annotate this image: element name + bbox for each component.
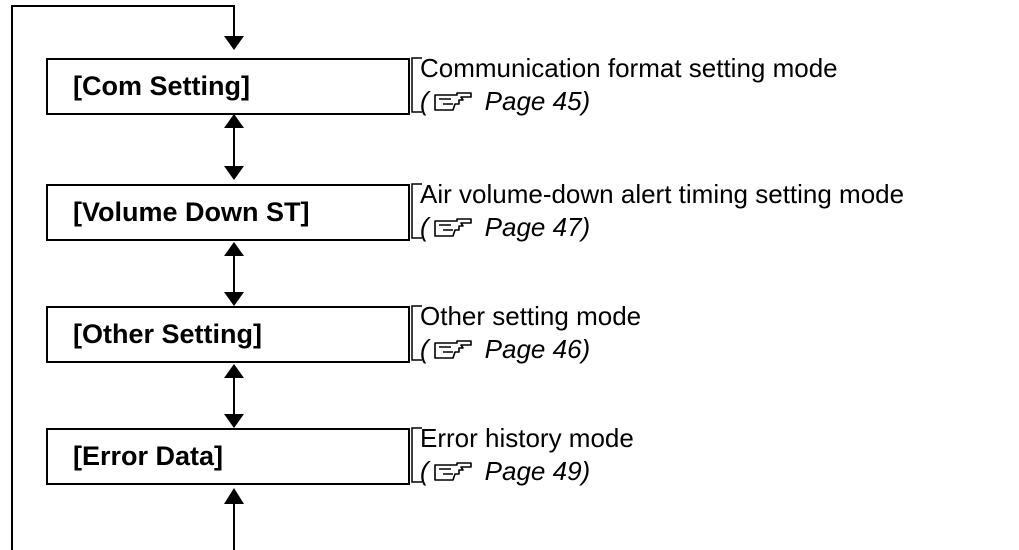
- mode-box-com-setting: [Com Setting]: [46, 58, 410, 115]
- page-ref-text: Page 49): [484, 456, 591, 486]
- arrow-up-to-com: [224, 114, 244, 128]
- description-text: Communication format setting mode: [420, 53, 838, 83]
- page-reference: ( Page 46): [420, 333, 641, 366]
- arrow-down-to-error: [224, 414, 244, 428]
- arrow-up-to-other: [224, 364, 244, 378]
- ref-open-paren: (: [420, 86, 429, 116]
- arrow-up-to-error: [224, 488, 244, 504]
- mode-description-3: Other setting mode ( Page 46): [420, 300, 641, 366]
- mode-label: [Com Setting]: [73, 71, 250, 101]
- pointing-hand-icon: [433, 461, 472, 481]
- pointing-hand-icon: [433, 91, 472, 111]
- mode-box-error-data: [Error Data]: [46, 428, 410, 485]
- mode-description-1: Communication format setting mode ( Page…: [420, 52, 838, 118]
- mode-label: [Volume Down ST]: [73, 197, 310, 227]
- desc-bracket-1: [411, 57, 422, 113]
- page-reference: ( Page 47): [420, 211, 904, 244]
- description-text: Error history mode: [420, 423, 634, 453]
- description-text: Air volume-down alert timing setting mod…: [420, 179, 905, 209]
- ref-open-paren: (: [420, 456, 429, 486]
- pointing-hand-icon: [433, 217, 472, 237]
- desc-bracket-4: [411, 427, 422, 483]
- desc-bracket-2: [411, 183, 422, 239]
- mode-description-4: Error history mode ( Page 49): [420, 422, 634, 488]
- page-ref-text: Page 47): [484, 212, 591, 242]
- ref-open-paren: (: [420, 212, 429, 242]
- page-ref-text: Page 46): [484, 334, 591, 364]
- mode-description-2: Air volume-down alert timing setting mod…: [420, 178, 904, 244]
- arrow-into-com-setting: [224, 36, 244, 50]
- page-reference: ( Page 49): [420, 455, 634, 488]
- desc-bracket-3: [411, 305, 422, 361]
- mode-box-volume-down-st: [Volume Down ST]: [46, 184, 410, 241]
- arrow-down-to-volume: [224, 166, 244, 180]
- description-text: Other setting mode: [420, 301, 642, 331]
- pointing-hand-icon: [433, 339, 472, 359]
- arrow-up-to-volume: [224, 242, 244, 256]
- page-reference: ( Page 45): [420, 85, 838, 118]
- mode-label: [Error Data]: [73, 441, 224, 471]
- arrow-down-to-other: [224, 292, 244, 306]
- ref-open-paren: (: [420, 334, 429, 364]
- mode-box-other-setting: [Other Setting]: [46, 306, 410, 363]
- page-ref-text: Page 45): [484, 86, 591, 116]
- return-loop-line: [11, 5, 235, 550]
- mode-label: [Other Setting]: [73, 319, 262, 349]
